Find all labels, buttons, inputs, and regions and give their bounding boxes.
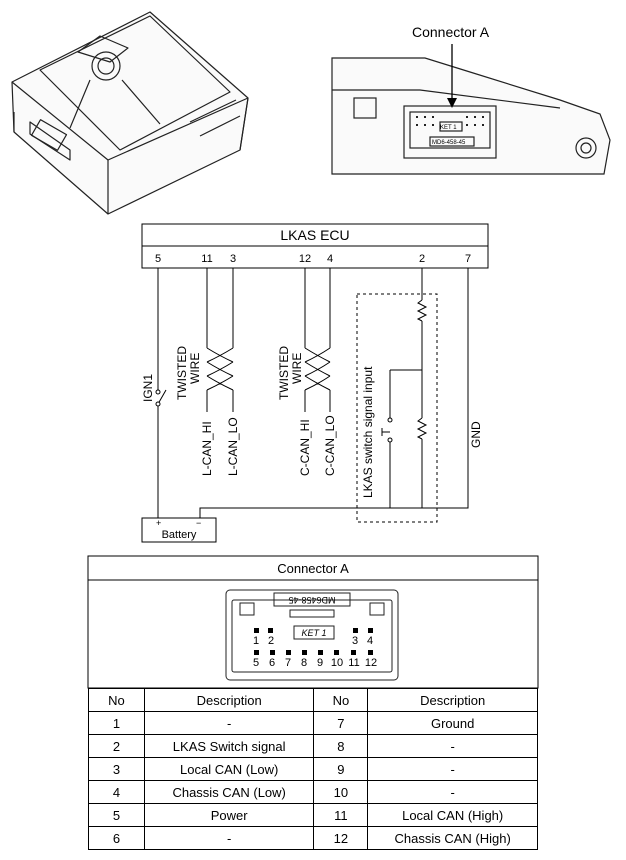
l-can-lo-label: L-CAN_LO [226,417,240,476]
pin-label: 7 [465,253,471,265]
connector-pin-number: 2 [268,635,274,647]
header-no: No [88,688,145,712]
pin-label: 3 [230,253,236,265]
ign-switch-contact [155,401,161,407]
pin-label: 5 [155,253,161,265]
c-twisted-label: TWISTED [277,346,291,400]
table-row: 6 - 12 Chassis CAN (High) [88,826,538,850]
table-cell: 10 [313,780,369,804]
table-cell: 7 [313,711,369,735]
table-row: 4 Chassis CAN (Low) 10 - [88,780,538,804]
lkas-ecu-pin-strip [141,245,489,269]
connector-pin-number: 4 [367,635,373,647]
connector-pin-number: 12 [365,657,377,669]
ign-switch-contact [155,389,161,395]
connector-a-callout: Connector A [412,24,490,40]
ign1-label: IGN1 [141,374,155,402]
connector-a-panel [87,555,539,689]
l-wire-label: WIRE [188,353,202,384]
table-row: 5 Power 11 Local CAN (High) [88,803,538,827]
table-cell: 1 [88,711,145,735]
battery-box [141,517,217,543]
connector-pin-number: 7 [285,657,291,669]
table-cell: Local CAN (High) [367,803,538,827]
c-can-lo-label: C-CAN_LO [323,415,337,476]
connector-part-number: MD6458-45 [288,595,335,605]
pin-description-table: No Description No Description 1 - 7 Grou… [88,688,538,850]
gnd-label: GND [469,421,483,448]
side-view-connector-part: MD6-458-45 [432,140,466,146]
connector-ket-mark: KET 1 [301,628,326,638]
table-cell: 8 [313,734,369,758]
table-cell: LKAS Switch signal [143,734,315,758]
pin-label: 4 [327,253,333,265]
header-description: Description [143,688,315,712]
table-cell: - [143,711,315,735]
table-cell: 4 [88,780,145,804]
ecu-isometric-drawing [11,11,249,215]
connector-pin-number: 6 [269,657,275,669]
battery-plus: + [156,518,161,528]
table-cell: Chassis CAN (High) [367,826,538,850]
lkas-switch-contact [387,417,393,423]
header-description: Description [367,688,538,712]
table-cell: Ground [367,711,538,735]
table-row: 2 LKAS Switch signal 8 - [88,734,538,758]
battery-minus: − [196,518,201,528]
c-wire-label: WIRE [290,353,304,384]
connector-pin-number: 10 [331,657,343,669]
lkas-switch-dashed-box [356,293,438,523]
schematic-wires [157,268,469,520]
table-cell: - [367,734,538,758]
connector-pin-number: 8 [301,657,307,669]
table-cell: 11 [313,803,369,827]
table-cell: 12 [313,826,369,850]
battery-label: Battery [162,529,197,541]
table-row: 3 Local CAN (Low) 9 - [88,757,538,781]
table-cell: Local CAN (Low) [143,757,315,781]
table-cell: 9 [313,757,369,781]
connector-pin-number: 3 [352,635,358,647]
connector-a-arrowhead [447,98,457,108]
lkas-switch-input-label: LKAS switch signal input [361,366,375,498]
table-cell: 2 [88,734,145,758]
side-view-pin-dots [416,116,484,126]
connector-pin-number: 5 [253,657,259,669]
pin-label: 11 [201,253,212,265]
connector-pin-number: 11 [348,657,359,669]
connector-a-title: Connector A [277,561,349,576]
header-no: No [313,688,369,712]
pin-label: 12 [299,253,311,265]
connector-pin-number: 1 [253,635,259,647]
table-row: 1 - 7 Ground [88,711,538,735]
l-twisted-label: TWISTED [175,346,189,400]
table-cell: Power [143,803,315,827]
table-cell: Chassis CAN (Low) [143,780,315,804]
ecu-side-view-drawing [331,57,611,175]
connector-pin-squares [254,628,373,655]
lkas-ecu-title: LKAS ECU [280,227,349,243]
table-cell: - [367,757,538,781]
connector-pin-number: 9 [317,657,323,669]
lkas-switch-contact [387,437,393,443]
c-can-hi-label: C-CAN_HI [298,419,312,476]
l-can-hi-label: L-CAN_HI [200,421,214,476]
table-header-row: No Description No Description [88,688,538,712]
connector-face-drawing [225,589,399,681]
table-cell: - [143,826,315,850]
pin-label: 2 [419,253,425,265]
table-cell: 6 [88,826,145,850]
table-cell: 5 [88,803,145,827]
table-cell: 3 [88,757,145,781]
side-view-connector-code: KET 1 [440,125,457,131]
table-cell: - [367,780,538,804]
